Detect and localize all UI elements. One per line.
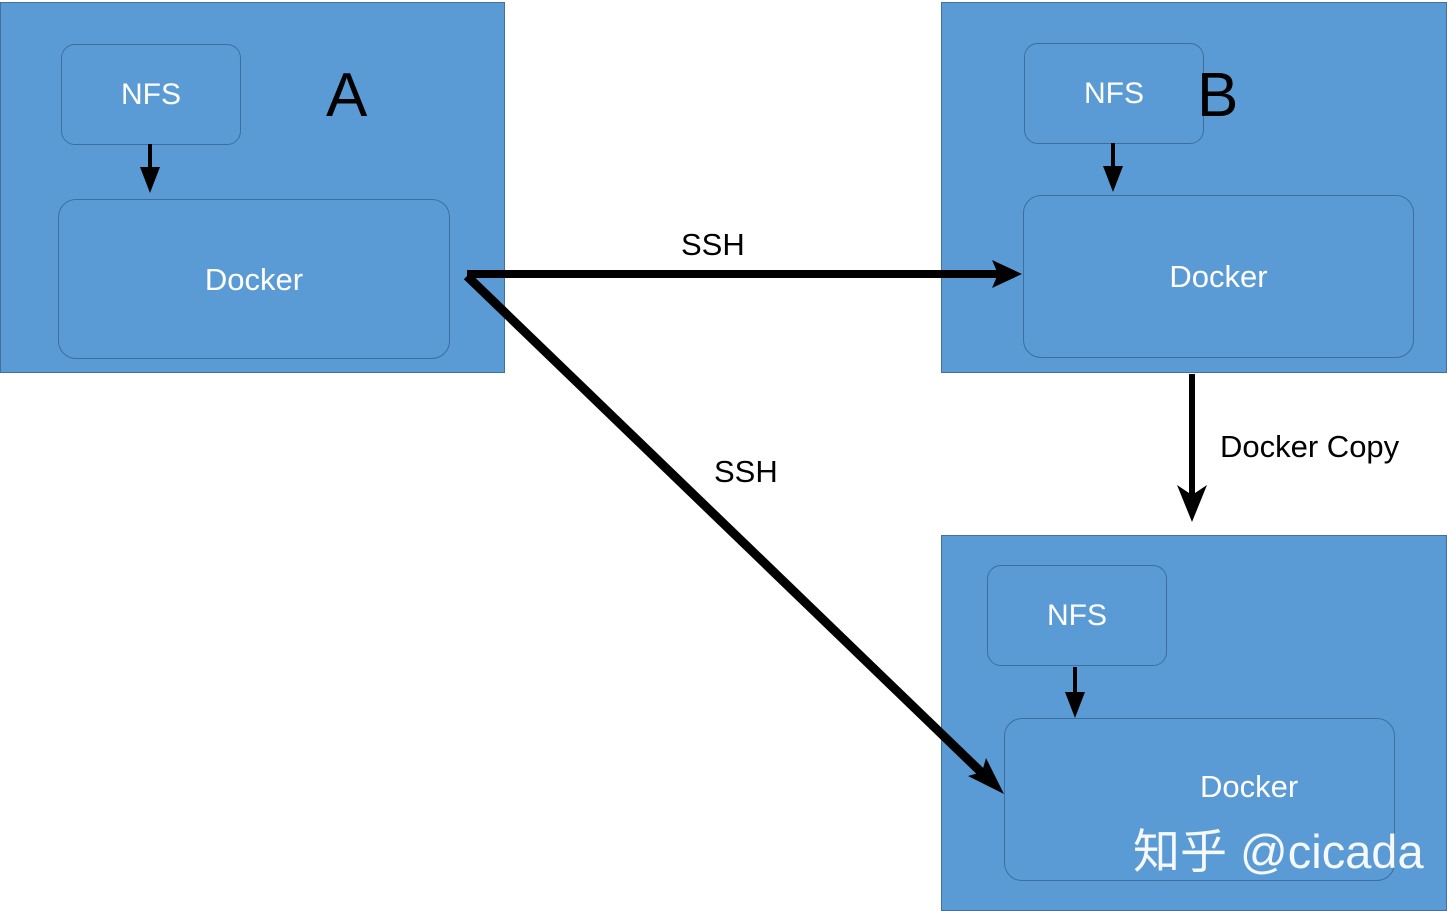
nfs-box-b[interactable]: NFS: [1024, 43, 1204, 144]
docker-box-a[interactable]: Docker: [58, 199, 450, 359]
edge-label-ssh-a-c: SSH: [714, 454, 778, 489]
host-b-label: B: [1197, 61, 1239, 130]
docker-box-b-label: Docker: [1169, 259, 1268, 294]
docker-box-c-label: Docker: [1200, 769, 1299, 804]
watermark-cicada: 知乎 @cicada: [1133, 825, 1424, 878]
docker-box-c[interactable]: Docker: [1004, 718, 1395, 881]
nfs-box-b-label: NFS: [1084, 76, 1144, 110]
host-box-a[interactable]: NFS Docker A: [0, 2, 505, 373]
docker-box-a-label: Docker: [204, 261, 304, 297]
edge-a-to-c-arrow: [463, 272, 1004, 794]
host-a-label: A: [326, 61, 368, 130]
edge-b-to-c-arrow: [1177, 374, 1207, 522]
nfs-box-a-label: NFS: [121, 77, 181, 111]
nfs-box-c-label: NFS: [1047, 598, 1107, 632]
nfs-box-a[interactable]: NFS: [61, 44, 241, 145]
edge-label-ssh-a-b: SSH: [681, 227, 745, 262]
edge-label-docker-copy: Docker Copy: [1220, 429, 1400, 464]
nfs-box-c[interactable]: NFS: [987, 565, 1167, 666]
host-box-b[interactable]: NFS Docker B: [941, 2, 1447, 373]
host-box-c[interactable]: NFS Docker C: [941, 535, 1447, 911]
docker-box-b[interactable]: Docker: [1023, 195, 1414, 358]
edge-a-to-b-arrow: [467, 260, 1022, 288]
